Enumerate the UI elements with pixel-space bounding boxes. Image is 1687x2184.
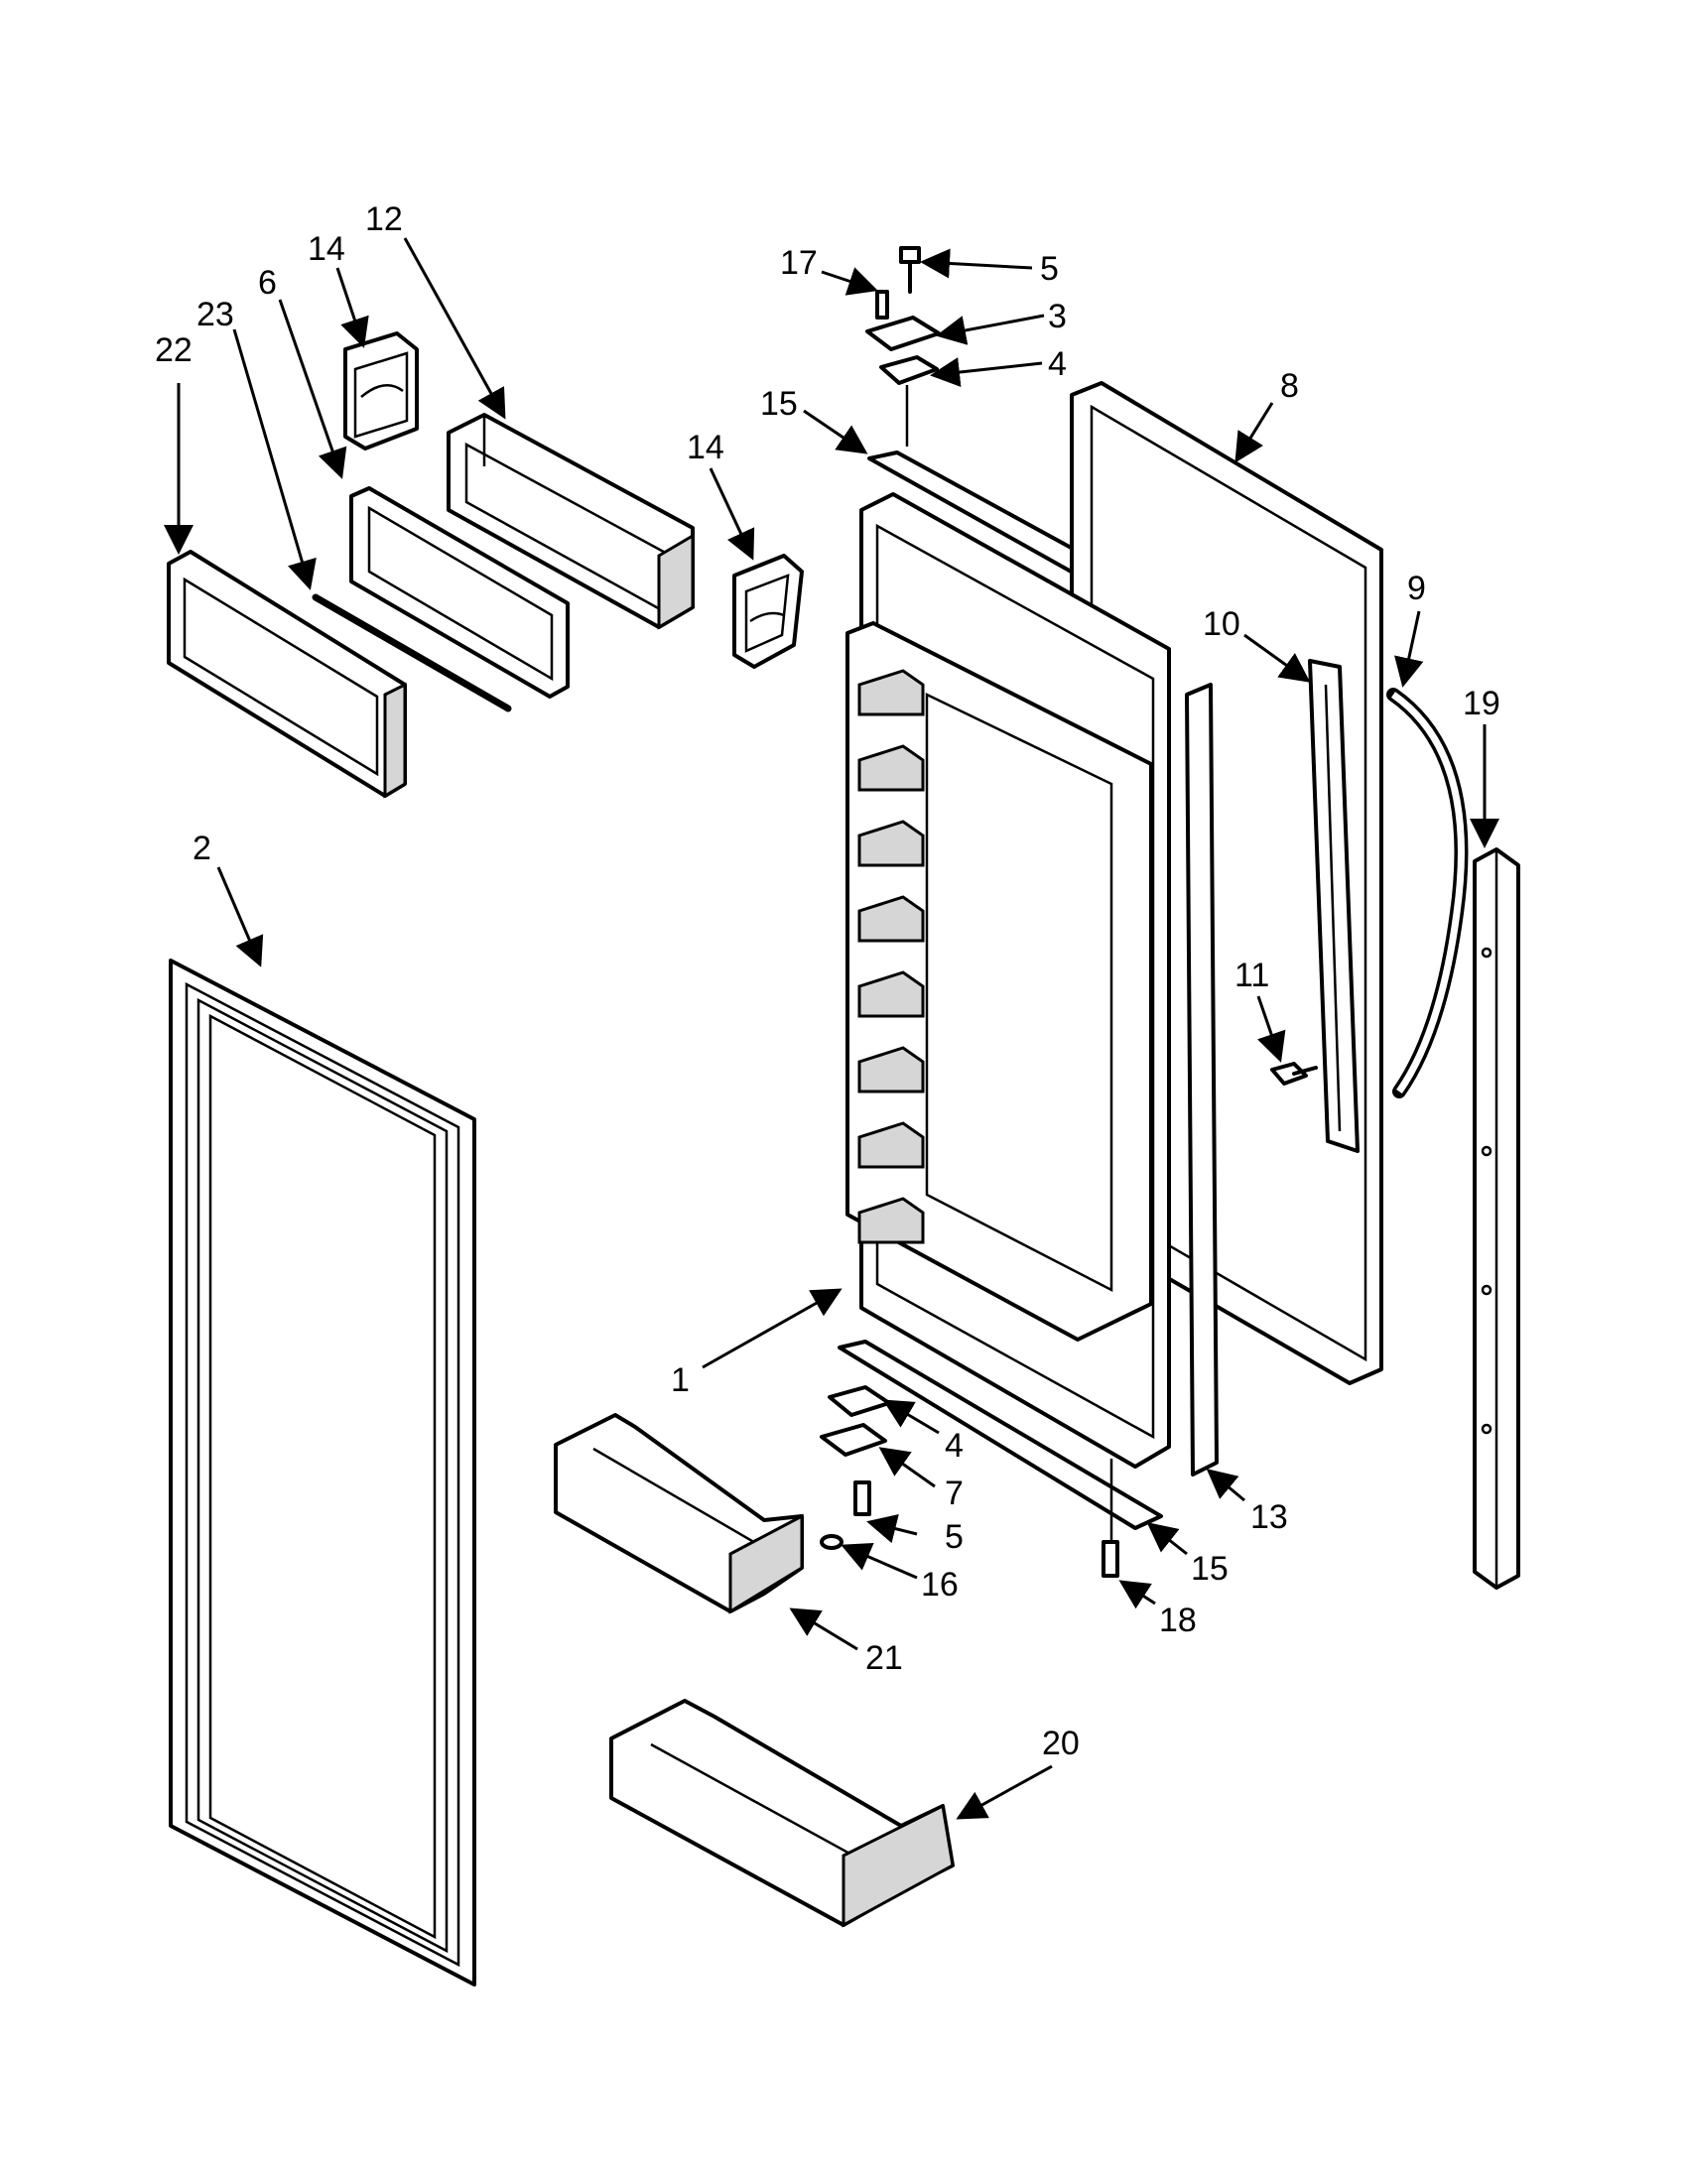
leader-1 (702, 1288, 843, 1369)
mount-screw (1270, 1062, 1318, 1086)
leader-14b (709, 467, 755, 561)
callout-3: 3 (1048, 298, 1067, 335)
callout-14a: 14 (308, 230, 345, 268)
trim-strip (312, 593, 512, 712)
leader-2 (216, 866, 264, 967)
leader-17 (821, 267, 878, 296)
callout-4a: 4 (1048, 345, 1067, 383)
leader-15a (803, 409, 868, 454)
callout-15b: 15 (1191, 1550, 1229, 1588)
leader-12 (403, 237, 506, 420)
callout-7: 7 (945, 1475, 964, 1512)
handle-mount-plate (1308, 659, 1360, 1153)
callout-21: 21 (865, 1639, 903, 1677)
leader-3 (936, 314, 1045, 345)
leader-8 (1234, 402, 1274, 463)
leader-9 (1394, 610, 1424, 688)
callout-labels: 1 2 3 4 4 5 5 6 7 8 9 10 11 12 13 14 14 … (155, 200, 1500, 1762)
trim-strip-right (1473, 847, 1520, 1590)
callout-14b: 14 (687, 429, 724, 466)
leader-15b (1146, 1522, 1188, 1556)
frame-gasket (349, 486, 570, 699)
leader-14a (335, 267, 369, 348)
callout-5a: 5 (1040, 250, 1059, 288)
bracket-top (343, 331, 419, 450)
callout-15a: 15 (760, 385, 798, 423)
leader-5a (920, 248, 1033, 279)
leader-20 (956, 1764, 1053, 1820)
door-bin-small (554, 1413, 804, 1614)
leader-5b (866, 1513, 918, 1544)
callout-4b: 4 (945, 1427, 964, 1465)
leader-4b (882, 1399, 940, 1435)
upper-hinge-hardware (865, 246, 941, 447)
callout-19: 19 (1463, 685, 1500, 722)
leader-6 (278, 299, 347, 479)
leader-13 (1206, 1469, 1245, 1502)
callout-5b: 5 (945, 1518, 964, 1556)
callout-9: 9 (1407, 570, 1426, 607)
leader-21 (789, 1607, 858, 1651)
liner-shelf-ridges (857, 669, 925, 1244)
door-gasket (169, 959, 476, 1987)
door-handle (1386, 688, 1469, 1098)
leader-4a (930, 357, 1043, 387)
leader-16 (841, 1542, 918, 1580)
callout-2: 2 (193, 830, 211, 867)
callout-16: 16 (921, 1566, 959, 1604)
callout-6: 6 (258, 264, 277, 302)
inner-door-liner (845, 492, 1171, 1469)
callout-20: 20 (1042, 1725, 1080, 1762)
lower-hinge-hardware (820, 1385, 1119, 1578)
callout-23: 23 (196, 296, 234, 333)
hinge-plate-lower (838, 1340, 1163, 1530)
callout-18: 18 (1159, 1602, 1197, 1639)
callout-11: 11 (1234, 957, 1269, 994)
callout-12: 12 (365, 200, 403, 238)
door-bin-large (609, 1699, 955, 1928)
callout-10: 10 (1203, 605, 1240, 643)
callout-22: 22 (155, 331, 193, 369)
leader-11 (1256, 995, 1286, 1063)
callout-17: 17 (780, 244, 818, 282)
leader-10 (1243, 633, 1311, 683)
callout-8: 8 (1280, 367, 1299, 405)
leader-18 (1118, 1580, 1156, 1609)
callout-1: 1 (671, 1361, 690, 1399)
leader-23 (232, 328, 317, 590)
leader-lines (164, 237, 1499, 1820)
side-seal-strip (1185, 683, 1219, 1477)
bracket-middle (732, 554, 804, 669)
leader-7 (878, 1447, 936, 1488)
callout-13: 13 (1250, 1498, 1288, 1536)
